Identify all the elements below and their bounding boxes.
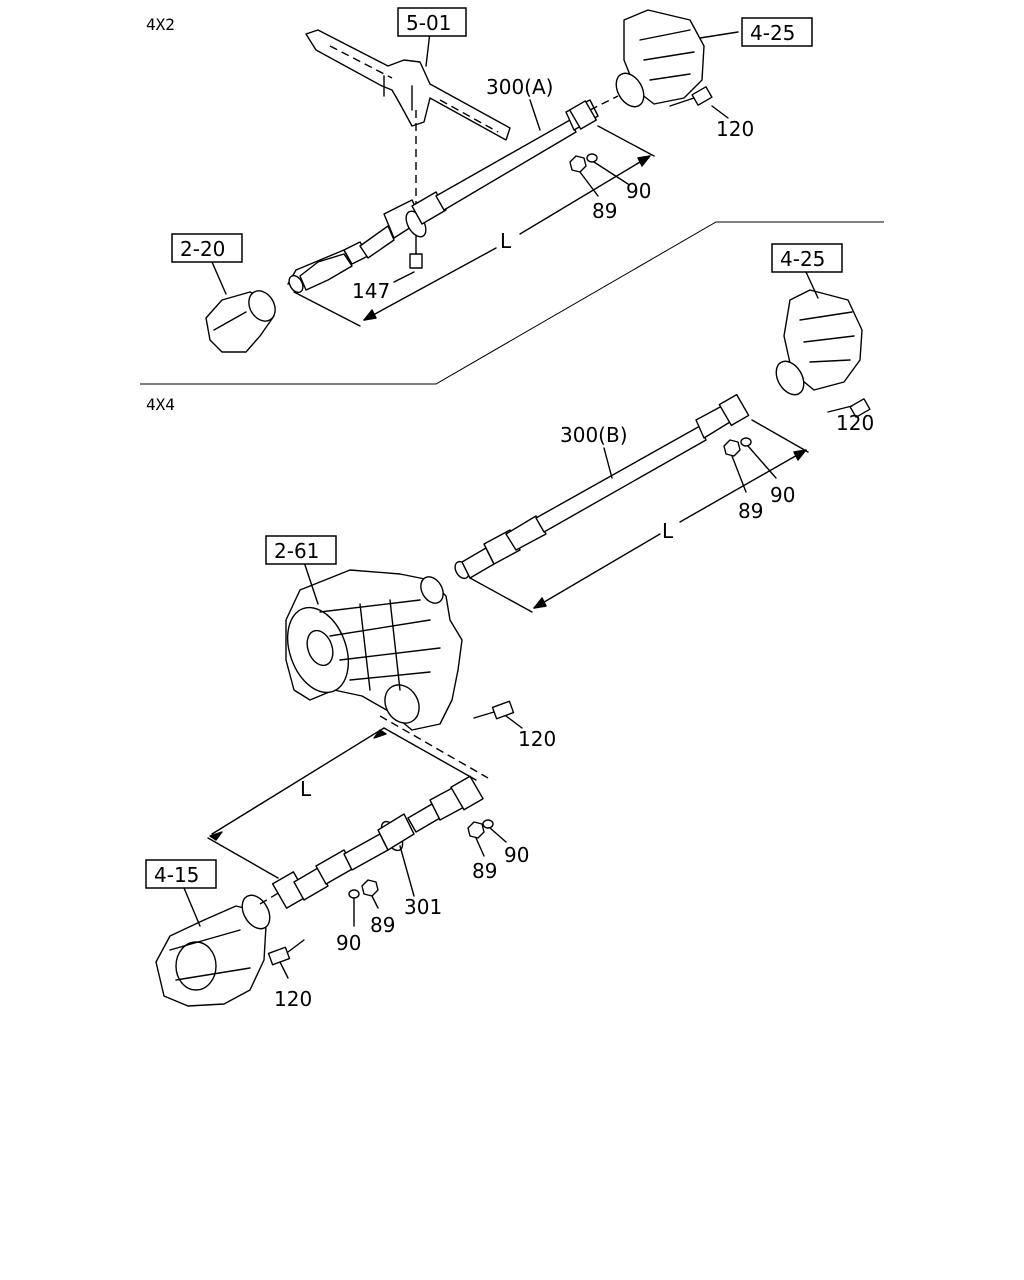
nut-89-lower-rear — [723, 439, 741, 457]
shaft-301-leader — [399, 845, 415, 897]
part-label-90-front-1: 90 — [504, 843, 529, 867]
front-axle — [155, 894, 271, 1007]
ref-box-2-20 — [171, 233, 243, 263]
part-label-301: 301 — [404, 895, 442, 919]
rear-axle-lower — [775, 289, 863, 396]
part-label-300a: 300(A) — [486, 75, 553, 99]
transfer-case — [285, 569, 463, 731]
part-label-89-front-2: 89 — [370, 913, 395, 937]
front-axle-leader — [183, 887, 201, 927]
nut-89-front-1 — [467, 821, 485, 839]
ref-box-4-25-upper — [741, 17, 813, 47]
part-label-120-front: 120 — [274, 987, 312, 1011]
section-label-4x2: 4X2 — [146, 15, 175, 34]
part-label-89-lower-rear: 89 — [738, 499, 763, 523]
dimension-label-l-upper: L — [500, 229, 512, 253]
trans-4x2-leader — [211, 261, 227, 295]
dimension-l-upper — [293, 125, 655, 327]
driveshaft-301 — [271, 775, 484, 909]
rear-axle-upper — [615, 9, 705, 108]
dimension-l-front — [207, 727, 477, 879]
nut-lower-rear-leader — [731, 455, 747, 493]
ref-box-5-01 — [397, 7, 467, 37]
driveshaft-300b — [454, 393, 750, 580]
ref-label-4-25-upper: 4-25 — [750, 21, 795, 45]
dimension-label-l-front: L — [300, 777, 312, 801]
washer-front-1-leader — [489, 827, 507, 843]
part-label-89-upper: 89 — [592, 199, 617, 223]
bolt-120-lower-rear — [827, 398, 871, 418]
dimension-label-l-lower: L — [662, 519, 674, 543]
part-label-120-upper: 120 — [716, 117, 754, 141]
washer-90-upper — [586, 153, 598, 163]
washer-90-lower-rear — [740, 437, 752, 447]
shaft-a-leader — [529, 99, 541, 131]
bolt-120-transfer — [473, 700, 523, 729]
washer-upper-leader — [593, 161, 629, 185]
ref-box-4-15 — [145, 859, 217, 889]
axle-lower-leader — [805, 271, 819, 299]
washer-lower-rear-leader — [747, 445, 777, 479]
ref-label-4-25-lower: 4-25 — [780, 247, 825, 271]
nut-89-upper — [569, 155, 587, 173]
axle-upper-leader — [699, 31, 739, 39]
ref-box-2-61 — [265, 535, 337, 565]
transfer-leader — [303, 561, 319, 605]
bolt-120-upper — [669, 86, 729, 119]
section-divider — [140, 221, 884, 385]
ref-label-2-61: 2-61 — [274, 539, 319, 563]
nut-front-1-leader — [475, 837, 485, 857]
front-flange-dash — [259, 891, 281, 905]
washer-90-front-1 — [482, 819, 494, 829]
washer-90-front-2 — [348, 889, 360, 899]
transmission-4x2 — [205, 290, 276, 353]
ref-label-4-15: 4-15 — [154, 863, 199, 887]
upper-flange-dash — [589, 95, 619, 111]
frame-ref-leader — [425, 31, 431, 67]
part-label-300b: 300(B) — [560, 423, 628, 447]
bolt-120-front — [267, 939, 305, 979]
ref-box-4-25-lower — [771, 243, 843, 273]
part-label-90-lower-rear: 90 — [770, 483, 795, 507]
driveshaft-300a — [287, 99, 599, 294]
dimension-l-lower — [469, 419, 809, 613]
section-label-4x4: 4X4 — [146, 395, 175, 414]
part-label-89-front-1: 89 — [472, 859, 497, 883]
part-label-120-lower-rear: 120 — [836, 411, 874, 435]
nut-upper-leader — [579, 171, 599, 197]
bolt-147 — [393, 235, 423, 283]
transfer-flange-dash — [379, 715, 489, 779]
nut-front-2-leader — [371, 895, 379, 909]
ref-label-5-01: 5-01 — [406, 11, 451, 35]
ref-label-2-20: 2-20 — [180, 237, 225, 261]
part-label-147: 147 — [352, 279, 390, 303]
part-label-120-transfer: 120 — [518, 727, 556, 751]
nut-89-front-2 — [361, 879, 379, 897]
frame-crossmember — [305, 29, 511, 141]
part-label-90-front-2: 90 — [336, 931, 361, 955]
shaft-b-leader — [603, 447, 613, 479]
part-label-90-upper: 90 — [626, 179, 651, 203]
